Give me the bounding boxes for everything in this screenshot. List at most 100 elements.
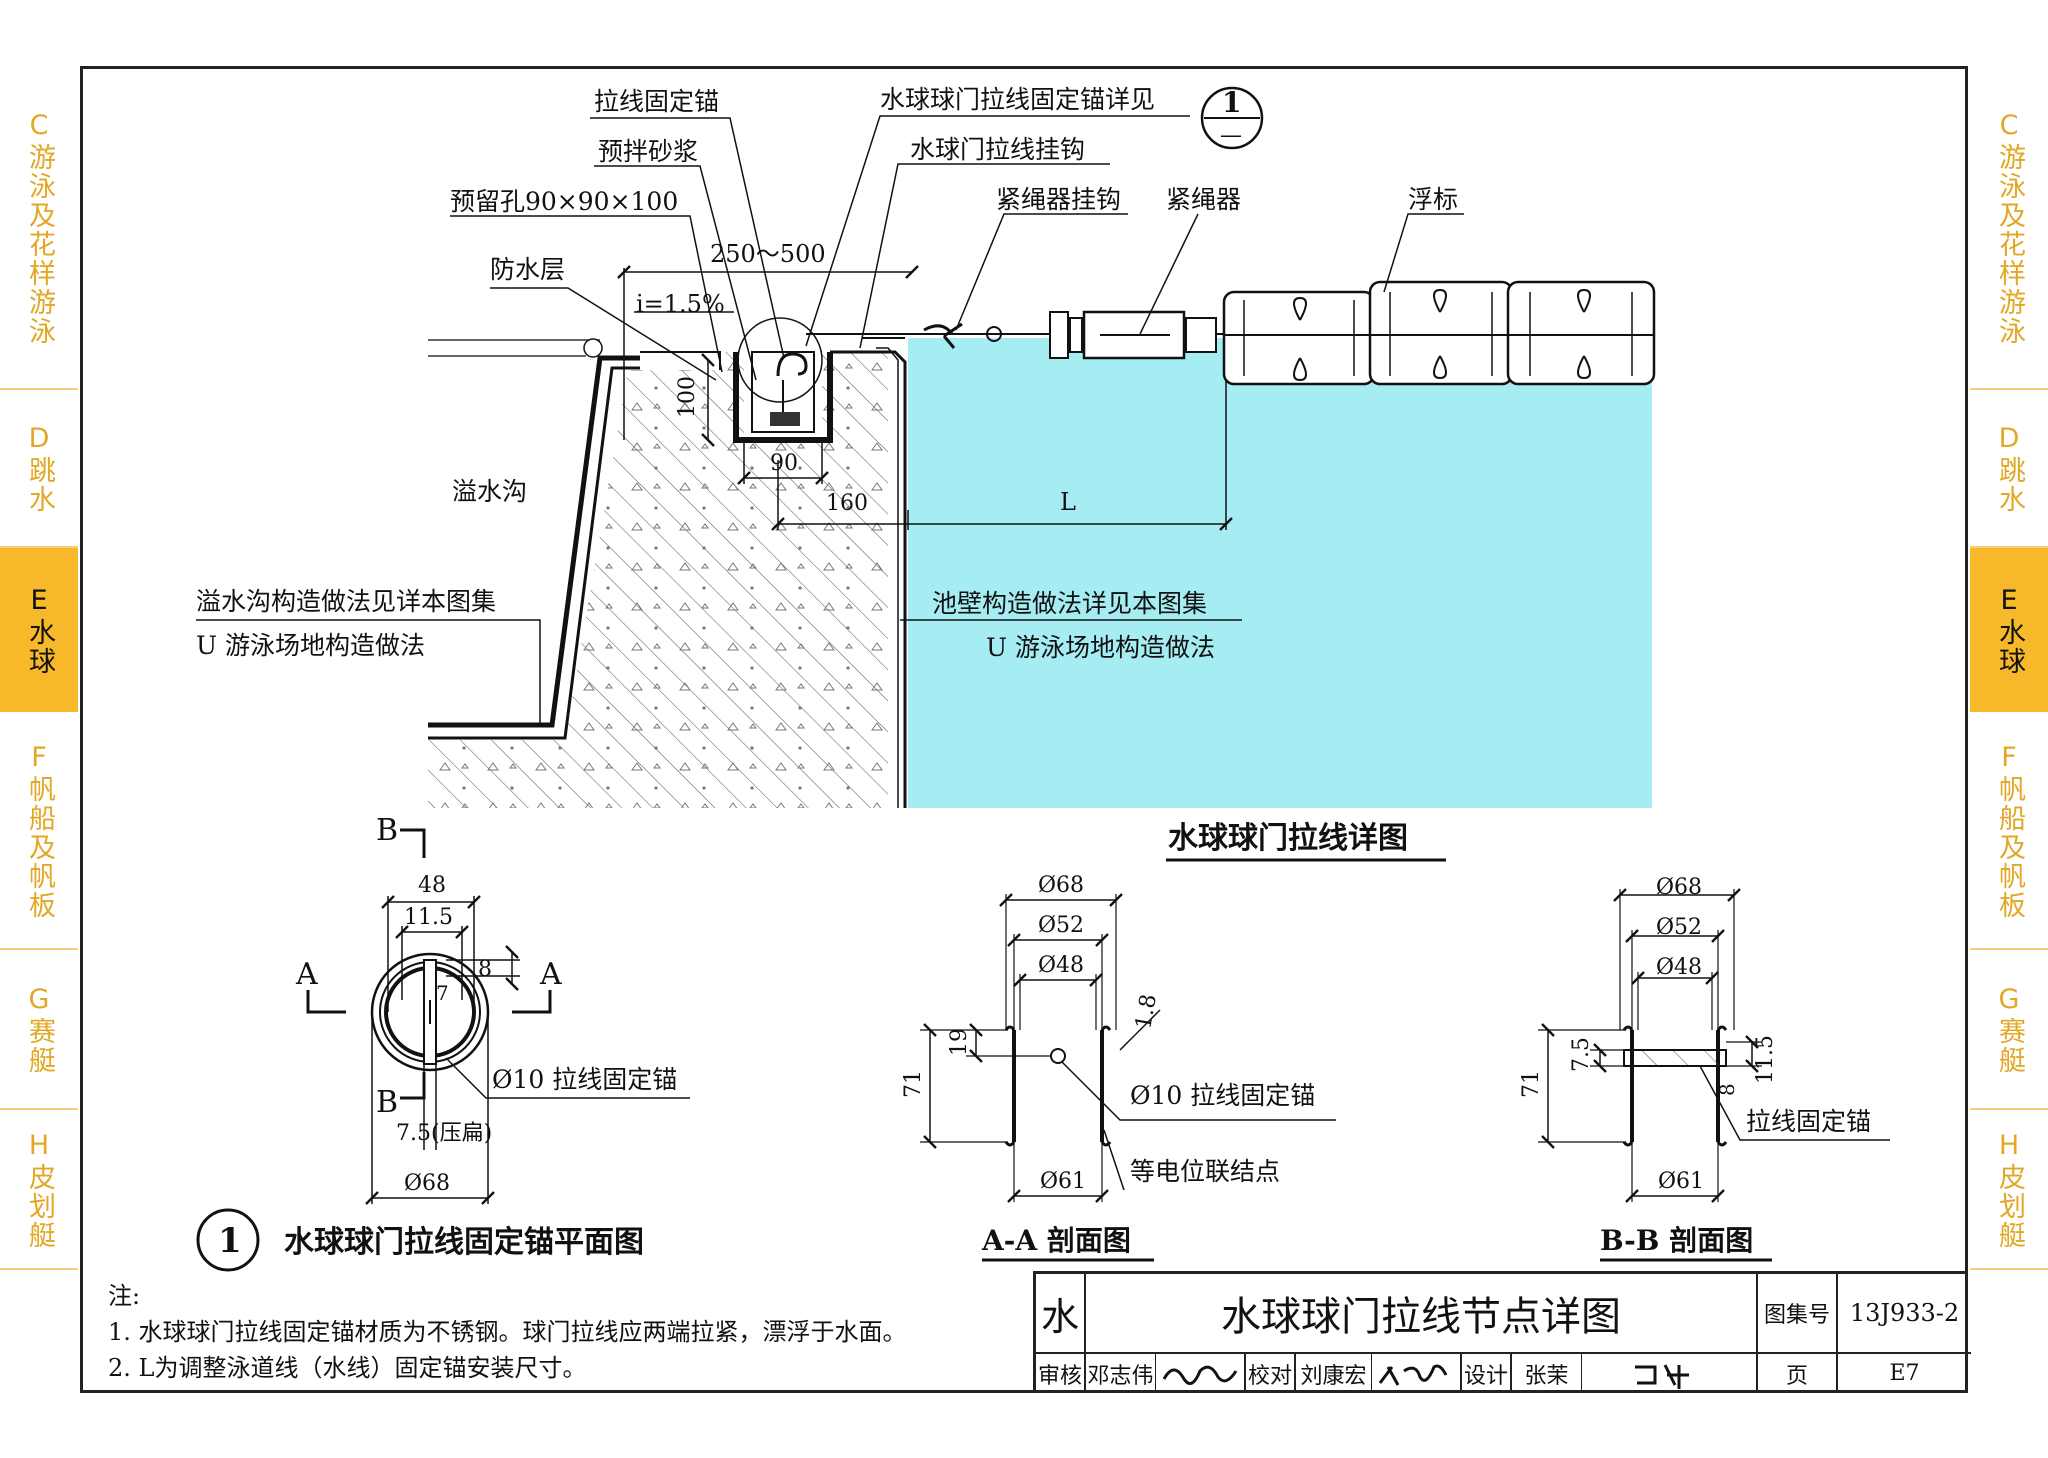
callout-mortar: 预拌砂浆 bbox=[598, 137, 698, 166]
side-tab-label: 赛艇 bbox=[24, 1017, 55, 1075]
side-tab-letter: D bbox=[28, 423, 50, 454]
side-tab-label: 皮划艇 bbox=[1994, 1162, 2025, 1250]
design-label: 设计 bbox=[1462, 1354, 1512, 1393]
bb-dim-75: 7.5 bbox=[1569, 1037, 1594, 1072]
detail-mark-sheet: — bbox=[1220, 123, 1242, 148]
plan-dim-small: 8 bbox=[478, 957, 492, 982]
side-tab-letter: G bbox=[28, 984, 50, 1015]
designer-name: 张茉 bbox=[1512, 1354, 1582, 1393]
side-tab-letter: H bbox=[28, 1129, 50, 1161]
side-tab-label: 游泳及花样游泳 bbox=[24, 142, 55, 346]
plan-dim-diameter: Ø68 bbox=[404, 1171, 450, 1196]
bb-title: B-B 剖面图 bbox=[1600, 1224, 1753, 1257]
gutter-ref-line2: U 游泳场地构造做法 bbox=[196, 631, 425, 660]
aa-dim-48: Ø48 bbox=[1038, 953, 1084, 978]
main-detail-title: 水球球门拉线详图 bbox=[1168, 821, 1408, 856]
bb-dim-52: Ø52 bbox=[1656, 915, 1702, 940]
note-2: 2. L为调整泳道线（水线）固定锚安装尺寸。 bbox=[108, 1354, 587, 1382]
bb-dim-48: Ø48 bbox=[1656, 955, 1702, 980]
notes: 注: 1. 水球球门拉线固定锚材质为不锈钢。球门拉线应两端拉紧，漂浮于水面。 2… bbox=[108, 1278, 1028, 1386]
side-tab-label: 皮划艇 bbox=[24, 1162, 55, 1250]
gutter-ref-line1: 溢水沟构造做法见详本图集 bbox=[196, 587, 496, 616]
checker-name: 刘康宏 bbox=[1296, 1354, 1372, 1393]
bb-dim-115: 11.5 bbox=[1753, 1035, 1778, 1084]
aa-title: A-A 剖面图 bbox=[981, 1224, 1131, 1257]
side-tab-label: 帆船及帆板 bbox=[1994, 774, 2025, 920]
aa-dim-68: Ø68 bbox=[1038, 873, 1084, 898]
page-label: 页 bbox=[1758, 1354, 1838, 1393]
section-a-right: A bbox=[539, 957, 562, 992]
plan-dim-flat: 7.5(压扁) bbox=[396, 1121, 492, 1146]
plan-dim-inner-gap: 7 bbox=[436, 981, 449, 1005]
callout-waterproof: 防水层 bbox=[490, 255, 565, 284]
dim-offset: 160 bbox=[826, 491, 868, 516]
side-tab-label: 帆船及帆板 bbox=[24, 774, 55, 920]
side-tab-letter: C bbox=[29, 109, 49, 141]
side-tab-letter: C bbox=[1999, 109, 2019, 141]
callout-hook: 水球门拉线挂钩 bbox=[910, 135, 1085, 164]
dim-length: L bbox=[1060, 488, 1076, 516]
wall-ref-line1: 池壁构造做法详见本图集 bbox=[932, 589, 1207, 618]
aa-dim-52: Ø52 bbox=[1038, 913, 1084, 938]
side-tab-letter: D bbox=[1998, 423, 2020, 454]
drawing-frame bbox=[80, 66, 1968, 1393]
title-block-category: 水 bbox=[1036, 1274, 1086, 1354]
float-chain bbox=[1222, 280, 1656, 386]
side-tab-label: 游泳及花样游泳 bbox=[1994, 142, 2025, 346]
bb-dim-61: Ø61 bbox=[1658, 1169, 1704, 1194]
notes-heading: 注: bbox=[108, 1282, 141, 1310]
side-tab-label: 赛艇 bbox=[1994, 1017, 2025, 1075]
callout-float: 浮标 bbox=[1408, 185, 1458, 214]
callout-hole: 预留孔90×90×100 bbox=[450, 187, 678, 216]
callout-anchor: 拉线固定锚 bbox=[594, 87, 719, 116]
side-tab-letter: E bbox=[2000, 585, 2018, 616]
aa-dim-19: 19 bbox=[947, 1028, 972, 1056]
plan-anchor-label: Ø10 拉线固定锚 bbox=[492, 1065, 677, 1094]
section-b-bottom: B bbox=[376, 1085, 398, 1120]
plan-view: B B A A 48 11.5 8 7 bbox=[196, 813, 690, 1272]
section-bb: Ø68 Ø52 Ø48 Ø61 71 7.5 11.5 8 拉线固定锚 B-B … bbox=[1519, 875, 1890, 1262]
plan-title: 水球球门拉线固定锚平面图 bbox=[284, 1225, 644, 1260]
callout-gutter: 溢水沟 bbox=[452, 477, 527, 506]
dim-depth: 100 bbox=[675, 376, 700, 418]
reviewer-name: 邓志伟 bbox=[1086, 1354, 1156, 1393]
callout-see-detail: 水球球门拉线固定锚详见 bbox=[880, 85, 1155, 114]
bb-dim-71: 71 bbox=[1519, 1070, 1544, 1098]
plan-dim-outer: 48 bbox=[418, 873, 446, 898]
aa-dim-61: Ø61 bbox=[1040, 1169, 1086, 1194]
bb-dim-68: Ø68 bbox=[1656, 875, 1702, 900]
dim-span: 250～500 bbox=[710, 240, 826, 268]
plan-title-number: 1 bbox=[218, 1221, 242, 1261]
bb-anchor-label: 拉线固定锚 bbox=[1746, 1107, 1871, 1136]
drawing-title: 水球球门拉线节点详图 bbox=[1086, 1274, 1758, 1354]
callout-tensioner-hook: 紧绳器挂钩 bbox=[996, 185, 1121, 214]
designer-signature bbox=[1582, 1354, 1758, 1393]
side-tab-label: 水球 bbox=[1994, 618, 2025, 676]
bb-dim-8: 8 bbox=[1715, 1083, 1739, 1096]
plan-dim-inner: 11.5 bbox=[404, 905, 453, 930]
side-tab-letter: H bbox=[1998, 1129, 2020, 1161]
aa-dim-thickness: 1.8 bbox=[1131, 992, 1162, 1031]
wall-ref-line2: U 游泳场地构造做法 bbox=[986, 633, 1215, 662]
section-aa: Ø68 Ø52 Ø48 Ø61 71 19 1.8 Ø10 拉线固定锚 等电位联… bbox=[901, 873, 1336, 1262]
pool-water bbox=[908, 338, 1652, 808]
aa-dim-71: 71 bbox=[901, 1070, 926, 1098]
side-tab-label: 跳水 bbox=[24, 456, 55, 514]
detail-mark-number: 1 bbox=[1222, 86, 1241, 119]
side-tab-label: 跳水 bbox=[1994, 456, 2025, 514]
side-tab-letter: F bbox=[31, 741, 47, 773]
title-block: 水 水球球门拉线节点详图 图集号 13J933-2 审核 邓志伟 校对 刘康宏 … bbox=[1033, 1271, 1971, 1393]
